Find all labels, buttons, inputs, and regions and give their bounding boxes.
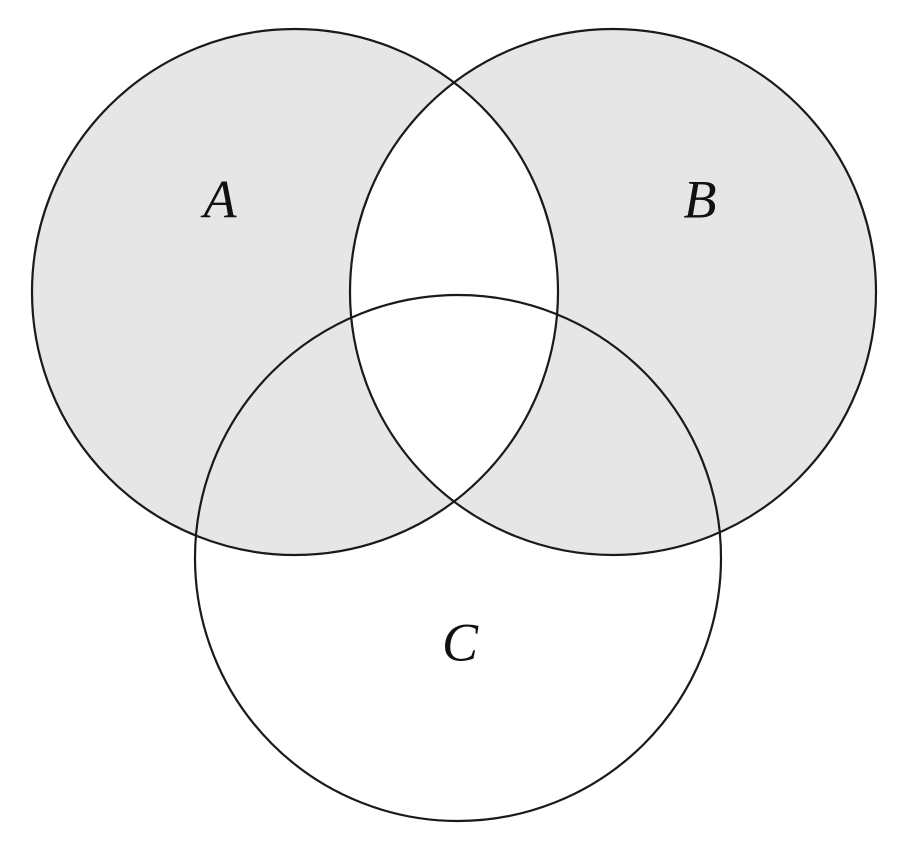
set-label-c: C <box>442 612 479 672</box>
circle-outline-c[interactable] <box>193 293 723 823</box>
set-label-a: A <box>201 169 238 229</box>
set-label-b: B <box>684 169 717 229</box>
circle-outline-b[interactable] <box>348 27 878 557</box>
circle-outline-a[interactable] <box>30 27 560 557</box>
